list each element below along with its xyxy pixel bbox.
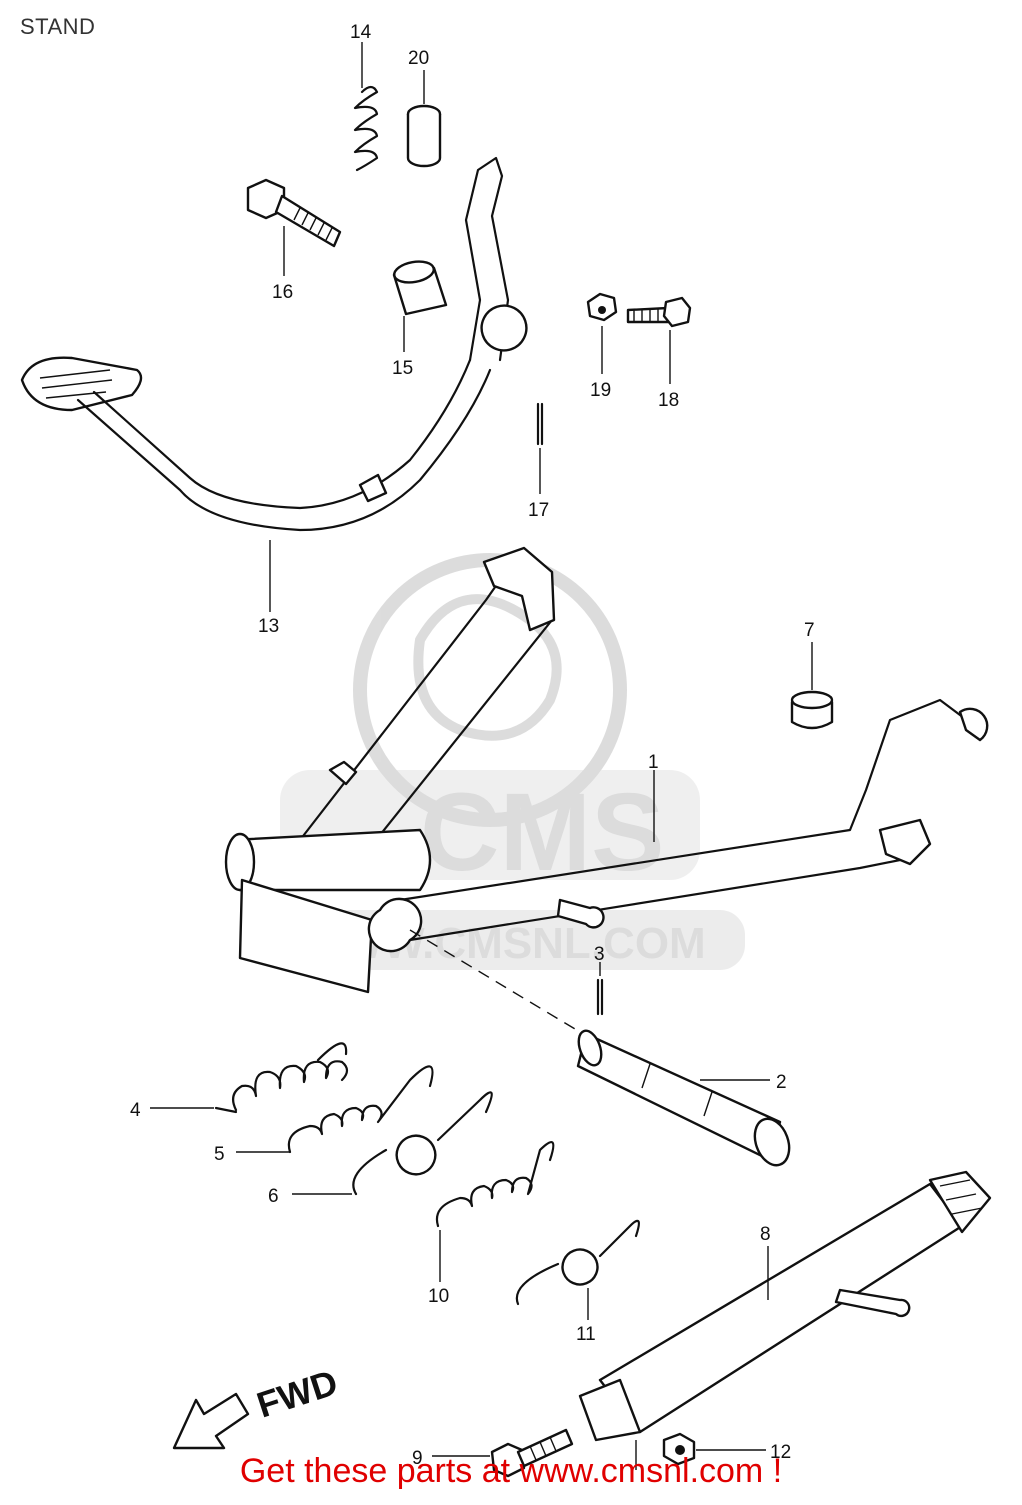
callout-16: 16 — [272, 282, 293, 303]
callout-15: 15 — [392, 358, 413, 379]
callout-19: 19 — [590, 380, 611, 401]
callout-7: 7 — [804, 620, 815, 641]
callout-9: 9 — [412, 1448, 423, 1469]
fwd-direction-arrow: FWD — [172, 1361, 343, 1450]
fwd-label: FWD — [252, 1361, 343, 1425]
callout-12: 12 — [770, 1442, 791, 1463]
callout-13: 13 — [258, 616, 279, 637]
part-18-bolt — [626, 296, 692, 384]
part-16-bolt — [246, 178, 342, 276]
callout-10: 10 — [428, 1286, 449, 1307]
callout-6: 6 — [268, 1186, 279, 1207]
callout-4: 4 — [130, 1100, 141, 1121]
part-4-spring — [150, 1042, 349, 1114]
part-20-collar — [406, 70, 442, 168]
part-17-cotter-pin — [536, 402, 544, 494]
callout-14: 14 — [350, 22, 372, 43]
part-10-spring — [435, 1140, 555, 1282]
callout-20: 20 — [408, 48, 429, 69]
part-5-spring — [236, 1065, 434, 1154]
callout-18: 18 — [658, 390, 679, 411]
callout-8: 8 — [760, 1224, 771, 1245]
part-19-nut — [586, 292, 618, 374]
part-14-spring — [353, 42, 379, 172]
part-12-nut — [662, 1432, 766, 1466]
callout-5: 5 — [214, 1144, 225, 1165]
part-3-cotter-pin — [596, 962, 604, 1016]
footer-parts-link[interactable]: Get these parts at www.cmsnl.com ! — [239, 1452, 783, 1490]
part-8-side-stand — [578, 1170, 992, 1470]
callout-11: 11 — [576, 1324, 596, 1345]
part-11-spring — [515, 1219, 641, 1320]
callout-3: 3 — [594, 944, 605, 965]
callout-1: 1 — [648, 752, 659, 773]
watermark: CMS WWW.CMSNL.COM — [275, 553, 745, 970]
page-title: STAND — [20, 14, 96, 39]
part-1-main-stand — [224, 546, 989, 1033]
part-6-spring — [292, 1091, 493, 1196]
part-13-brake-pedal — [20, 156, 528, 612]
callout-17: 17 — [528, 500, 549, 521]
watermark-brand: CMS — [420, 771, 664, 894]
part-9-bolt — [432, 1428, 574, 1478]
callout-2: 2 — [776, 1072, 787, 1093]
part-15-bush — [392, 260, 448, 352]
callout-labels: 1 2 3 4 5 6 7 8 9 10 11 12 13 14 15 16 1… — [130, 22, 815, 1469]
part-7-stopper — [790, 642, 834, 730]
part-2-shaft — [576, 1029, 791, 1167]
